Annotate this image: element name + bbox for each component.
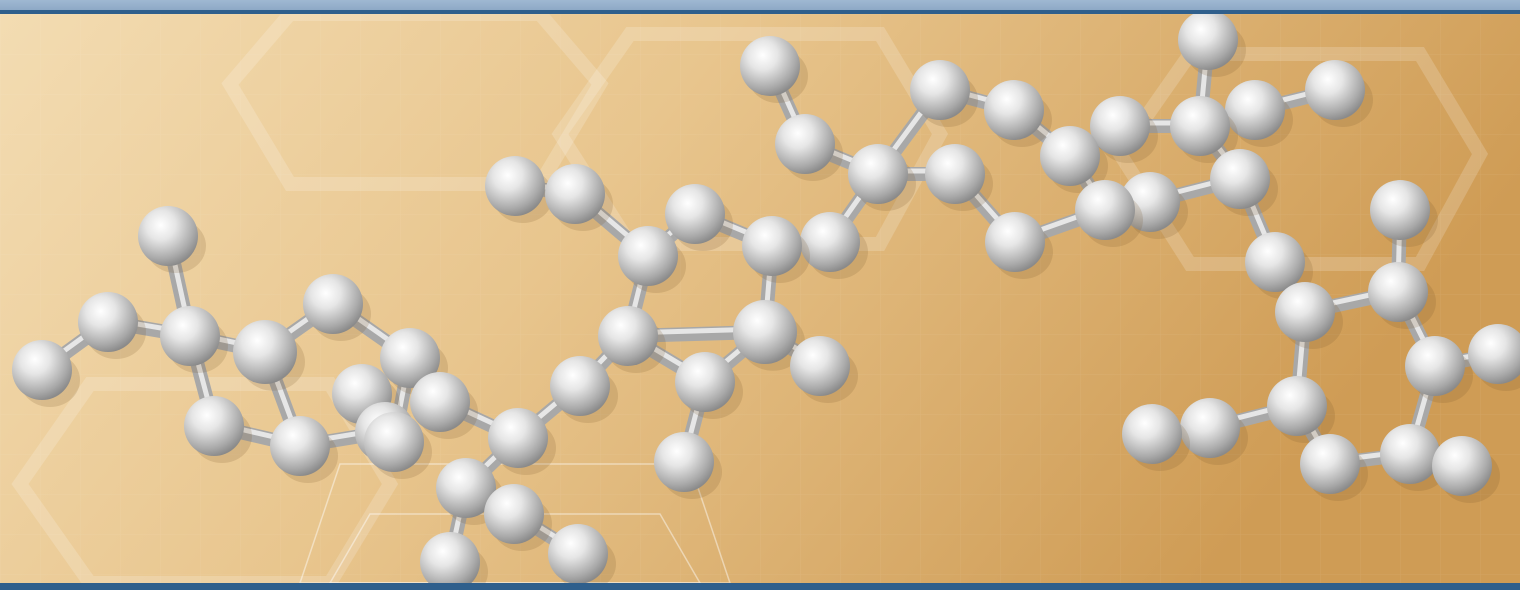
atom-sphere	[184, 396, 244, 456]
atom-sphere	[1075, 180, 1135, 240]
molecule-atoms	[12, 14, 1520, 583]
molecule-illustration	[0, 14, 1520, 583]
atom-sphere	[485, 156, 545, 216]
atom-sphere	[910, 60, 970, 120]
atom-sphere	[1370, 180, 1430, 240]
atom-sphere	[1300, 434, 1360, 494]
atom-sphere	[1405, 336, 1465, 396]
atom-sphere	[1245, 232, 1305, 292]
atom-sphere	[420, 532, 480, 583]
atom-sphere	[848, 144, 908, 204]
atom-sphere	[598, 306, 658, 366]
atom-sphere	[78, 292, 138, 352]
atom-sphere	[1120, 172, 1180, 232]
atom-sphere	[436, 458, 496, 518]
atom-sphere	[618, 226, 678, 286]
atom-sphere	[775, 114, 835, 174]
atom-sphere	[1170, 96, 1230, 156]
atom-sphere	[675, 352, 735, 412]
atom-sphere	[925, 144, 985, 204]
atom-sphere	[742, 216, 802, 276]
atom-sphere	[303, 274, 363, 334]
atom-sphere	[380, 328, 440, 388]
atom-sphere	[1040, 126, 1100, 186]
atom-sphere	[233, 320, 297, 384]
atom-sphere	[1178, 14, 1238, 70]
atom-sphere	[550, 356, 610, 416]
atom-sphere	[733, 300, 797, 364]
atom-sphere	[1368, 262, 1428, 322]
bottom-border	[0, 583, 1520, 590]
top-border	[0, 0, 1520, 14]
atom-sphere	[1225, 80, 1285, 140]
atom-sphere	[740, 36, 800, 96]
atom-sphere	[12, 340, 72, 400]
atom-sphere	[1267, 376, 1327, 436]
atom-sphere	[1432, 436, 1492, 496]
atom-sphere	[654, 432, 714, 492]
atom-sphere	[410, 372, 470, 432]
atom-sphere	[790, 336, 850, 396]
atom-sphere	[984, 80, 1044, 140]
atom-sphere	[1380, 424, 1440, 484]
atom-sphere	[1210, 149, 1270, 209]
atom-sphere	[270, 416, 330, 476]
atom-sphere	[1180, 398, 1240, 458]
atom-sphere	[1468, 324, 1520, 384]
atom-sphere	[1122, 404, 1182, 464]
atom-sphere	[1275, 282, 1335, 342]
atom-sphere	[1305, 60, 1365, 120]
atom-sphere	[1090, 96, 1150, 156]
atom-sphere	[488, 408, 548, 468]
atom-sphere	[665, 184, 725, 244]
atom-sphere	[160, 306, 220, 366]
atom-sphere	[545, 164, 605, 224]
atom-sphere	[800, 212, 860, 272]
atom-sphere	[484, 484, 544, 544]
atom-sphere	[364, 412, 424, 472]
atom-sphere	[985, 212, 1045, 272]
atom-sphere	[548, 524, 608, 583]
atom-sphere	[138, 206, 198, 266]
